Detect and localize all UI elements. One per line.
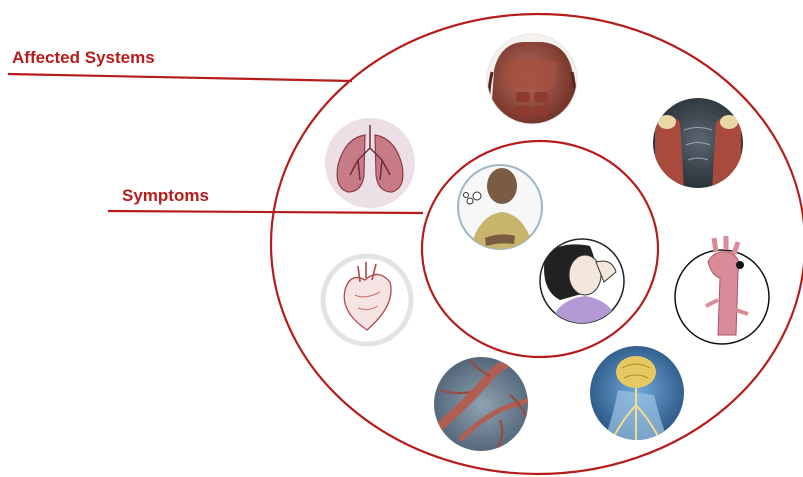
lungs-icon <box>325 118 415 208</box>
blood-vessels-icon <box>430 355 535 455</box>
muscles-icon <box>480 30 590 130</box>
affected-systems-connector <box>8 74 352 81</box>
shoulder-joints-icon <box>650 95 750 195</box>
headache-icon <box>540 239 624 325</box>
aorta-icon <box>675 236 769 344</box>
breathlessness-icon <box>458 165 542 250</box>
symptoms-circle <box>422 141 658 357</box>
brain-nervous-system-icon <box>585 345 690 445</box>
heart-icon <box>323 256 411 344</box>
symptoms-connector <box>108 211 423 213</box>
